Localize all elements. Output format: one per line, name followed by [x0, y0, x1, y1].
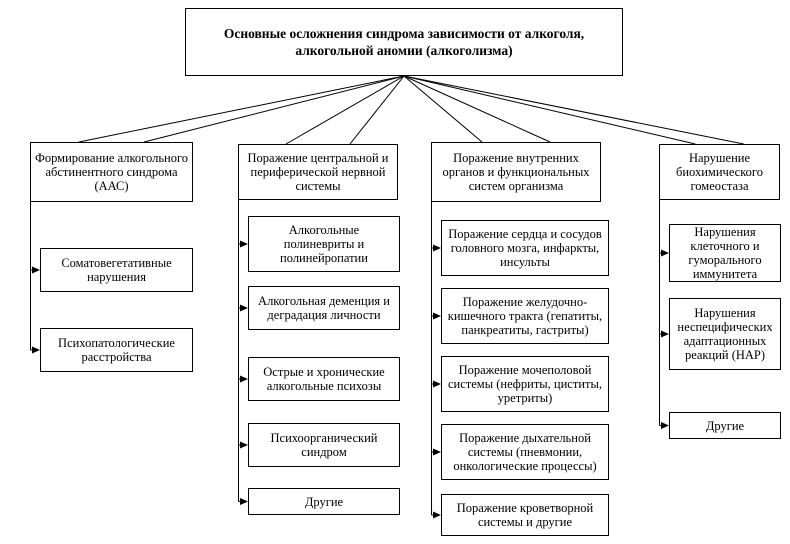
column-nervous-system-item-3: Острые и хронические алкогольные психозы — [248, 357, 400, 401]
column-aas-item-1: Соматовегетативные нарушения — [40, 248, 193, 292]
column-internal-organs-item-5: Поражение кроветворной системы и другие — [441, 494, 609, 536]
column-nervous-system-item-2: Алкогольная деменция и деградация личнос… — [248, 286, 400, 330]
column-internal-organs-item-3: Поражение мочеполовой системы (нефриты, … — [441, 356, 609, 412]
column-internal-organs-header: Поражение внутренних органов и функциона… — [431, 142, 601, 202]
column-nervous-system-header: Поражение центральной и периферической н… — [238, 144, 398, 200]
column-nervous-system-item-1: Алкогольные полиневриты и полинейропатии — [248, 216, 400, 272]
column-biochemical-homeostasis-item-2: Нарушения неспецифических адаптационных … — [669, 298, 781, 370]
column-aas-item-2: Психопатологические расстройства — [40, 328, 193, 372]
column-nervous-system-item-4: Психоорганический синдром — [248, 423, 400, 467]
column-aas-header: Формирование алкогольного абстинентного … — [30, 142, 193, 202]
diagram-title: Основные осложнения синдрома зависимости… — [185, 8, 623, 76]
column-internal-organs-item-2: Поражение желудочно-кишечного тракта (ге… — [441, 288, 609, 344]
column-internal-organs-item-1: Поражение сердца и сосудов головного моз… — [441, 220, 609, 276]
column-biochemical-homeostasis-item-3: Другие — [669, 412, 781, 439]
column-internal-organs-item-4: Поражение дыхательной системы (пневмонии… — [441, 424, 609, 480]
column-biochemical-homeostasis-header: Нарушение биохимического гомеостаза — [659, 144, 780, 200]
column-nervous-system-item-5: Другие — [248, 488, 400, 515]
column-biochemical-homeostasis-item-1: Нарушения клеточного и гуморального имму… — [669, 224, 781, 282]
